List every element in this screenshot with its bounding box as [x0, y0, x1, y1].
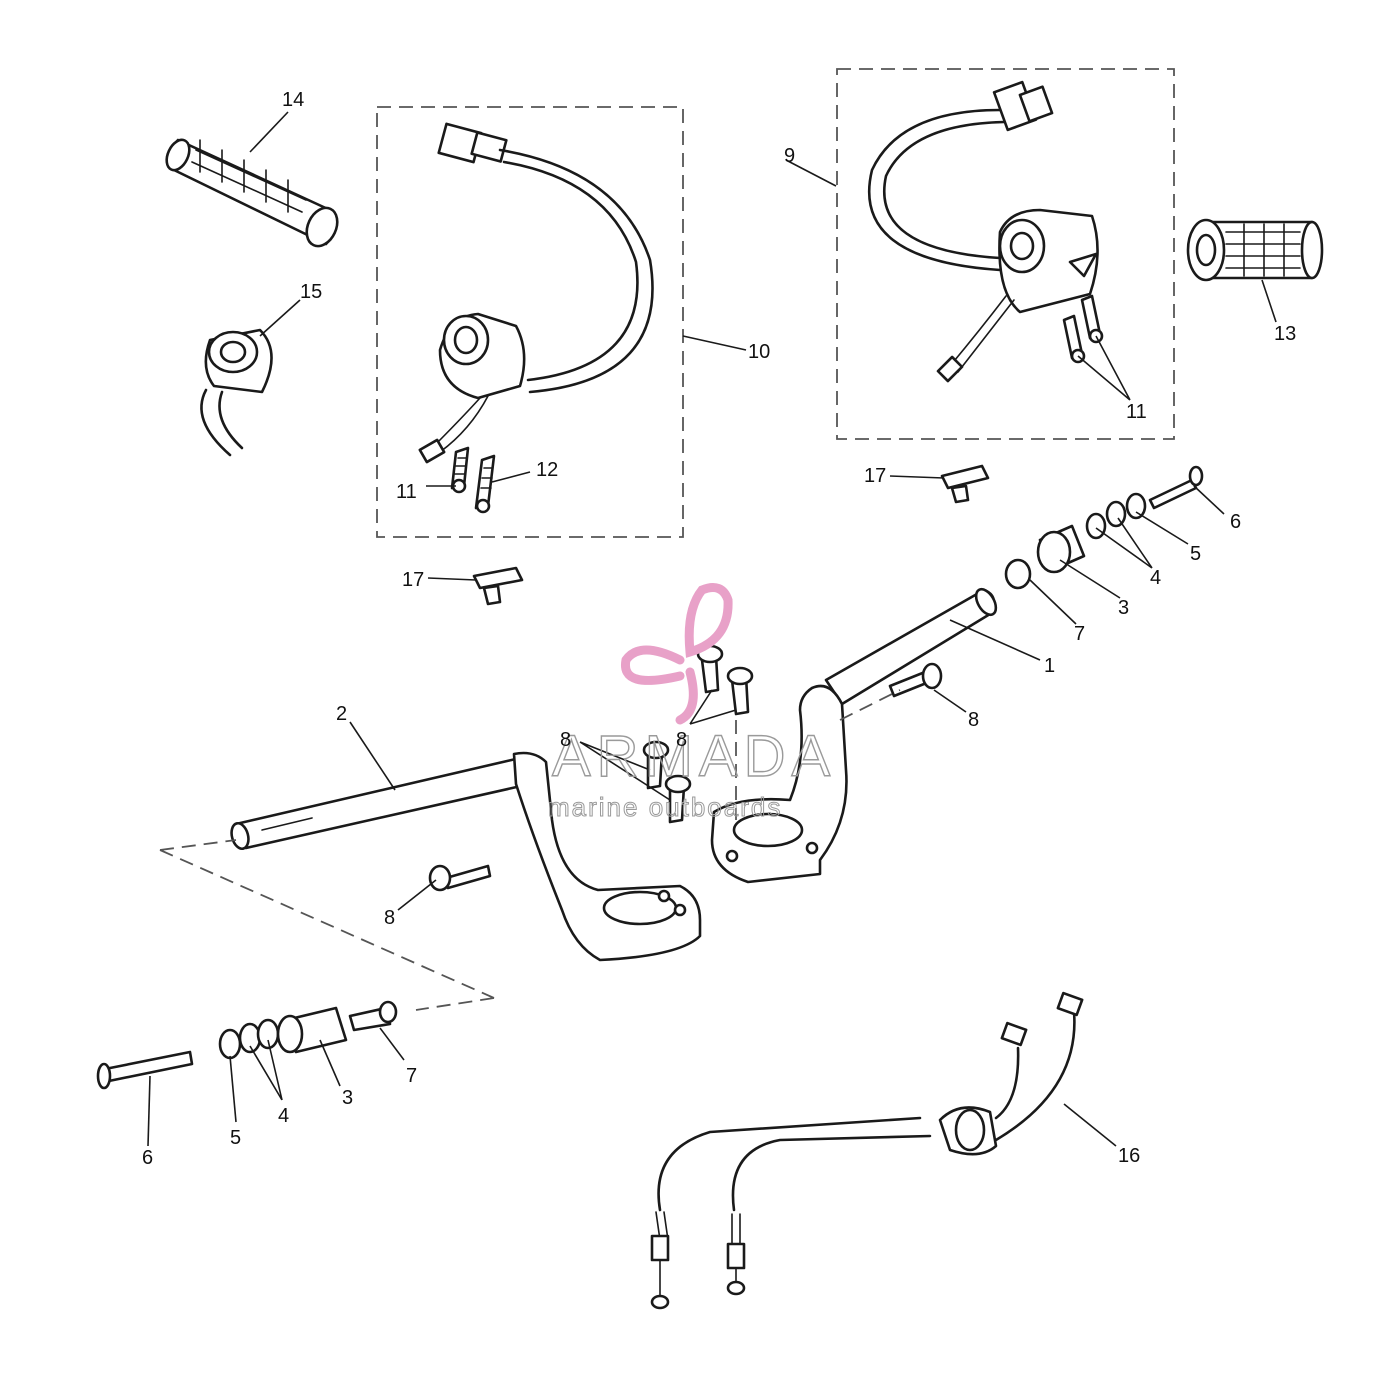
right-bar-end-assembly-part [1004, 465, 1204, 590]
throttle-cables-part [650, 991, 1084, 1310]
callout-8-center-right: 8 [676, 729, 687, 751]
callout-8-lower: 8 [384, 907, 395, 929]
callout-17-left: 17 [402, 569, 424, 591]
right-grip-part [1186, 218, 1324, 282]
clamp-bolts-part [428, 644, 943, 892]
right-switch-screws-part [1062, 294, 1104, 364]
throttle-housing-part [200, 328, 273, 457]
callout-3-right: 3 [1118, 597, 1129, 619]
callout-6-left: 6 [142, 1147, 153, 1169]
callout-15: 15 [300, 281, 322, 303]
callout-11-left: 11 [396, 481, 417, 503]
left-handlebar-part [230, 751, 702, 962]
callout-3-left: 3 [342, 1087, 353, 1109]
callout-8-right: 8 [968, 709, 979, 731]
callout-17-right: 17 [864, 465, 886, 487]
left-handlebar-switch-part [418, 122, 654, 464]
brand-name: ARMADA [552, 724, 836, 789]
callout-4-right: 4 [1150, 567, 1161, 589]
callout-5-left: 5 [230, 1127, 241, 1149]
callout-4-left: 4 [278, 1105, 289, 1127]
right-handlebar-part [710, 587, 998, 884]
callout-6-right: 6 [1230, 511, 1241, 533]
callout-16: 16 [1118, 1145, 1140, 1167]
left-switch-assembly-frame [376, 106, 684, 538]
callout-14: 14 [282, 89, 304, 111]
callout-7-left: 7 [406, 1065, 417, 1087]
right-handlebar-switch-part [867, 80, 1099, 383]
left-grip-part [165, 138, 339, 248]
callout-1: 1 [1044, 655, 1055, 677]
callout-12: 12 [536, 459, 558, 481]
left-switch-screws-part [450, 446, 496, 514]
cable-clip-left-part [472, 566, 524, 606]
brand-tagline: marine outboards [548, 792, 782, 822]
cable-clip-right-part [940, 464, 990, 504]
callout-8-center-left: 8 [560, 729, 571, 751]
propeller-icon [620, 583, 733, 725]
callout-11-right: 11 [1126, 401, 1147, 423]
callout-2: 2 [336, 703, 347, 725]
callout-9: 9 [784, 145, 795, 167]
callout-7-right: 7 [1074, 623, 1085, 645]
callout-labels: 1 2 3 3 4 4 5 5 6 6 7 7 8 8 8 8 9 10 11 … [142, 89, 1296, 1169]
callout-10: 10 [748, 341, 770, 363]
leader-lines [147, 111, 1277, 1147]
callout-5-right: 5 [1190, 543, 1201, 565]
left-bar-end-assembly-part [96, 1000, 398, 1090]
callout-13: 13 [1274, 323, 1296, 345]
armada-logo-watermark: ARMADA marine outboards [548, 583, 836, 823]
